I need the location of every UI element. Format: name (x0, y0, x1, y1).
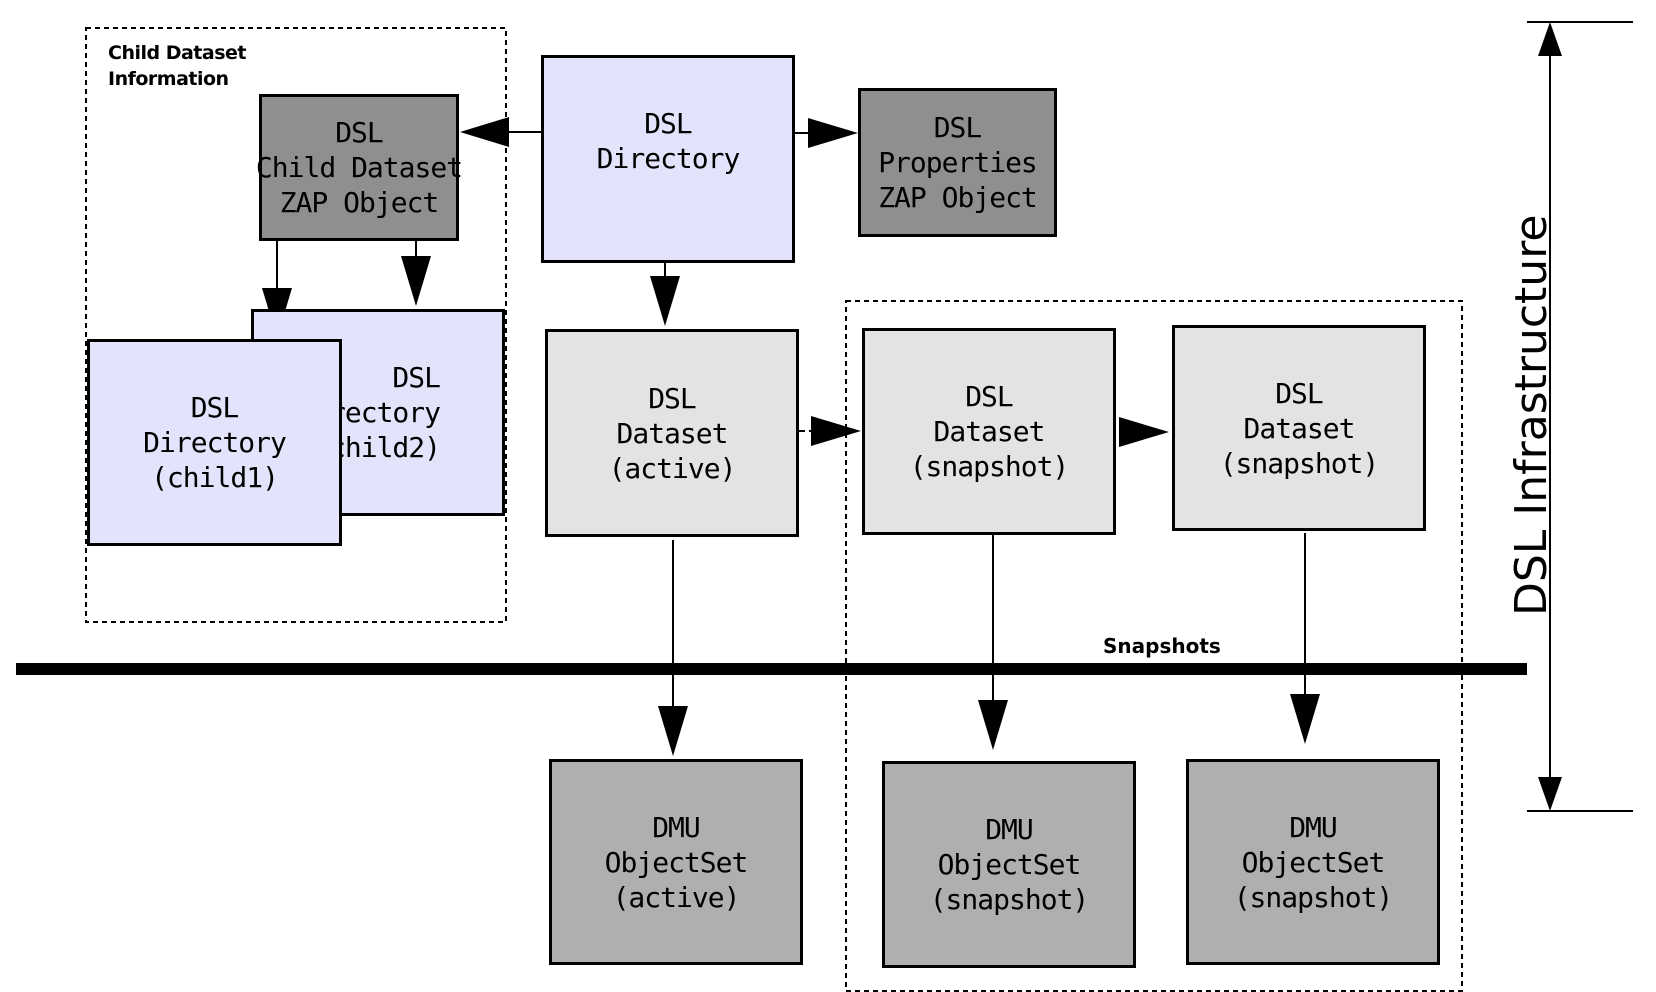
dmu-active-line-3: (active) (612, 880, 741, 914)
dsl-directory-child1: DSL Directory (child1) (87, 339, 342, 546)
dmu-snapshot-2-line-2: ObjectSet (1241, 845, 1386, 879)
arrow-snapshot-1-to-dmu-snapshot-1 (978, 535, 1008, 750)
directory-child2-line-1: DSL (392, 361, 441, 394)
dataset-snapshot-2-line-1: DSL (1275, 376, 1324, 410)
dsl-directory: DSL Directory (541, 55, 795, 263)
arrow-dataset-active-to-snapshot-1 (799, 416, 861, 446)
arrow-directory-to-properties-zap (795, 118, 858, 148)
child-dataset-information-label-line-2: Information (108, 68, 229, 90)
dataset-active-line-3: (active) (608, 451, 737, 485)
dsl-infrastructure-label: DSL Infrastructure (1506, 214, 1557, 616)
dmu-snapshot-1-line-2: ObjectSet (937, 848, 1082, 881)
directory-child1-line-3: (child1) (151, 461, 279, 494)
dmu-snapshot-1-line-3: (snapshot) (929, 883, 1090, 916)
child-zap-line-2: Child Dataset (255, 151, 463, 184)
dmu-snapshot-1-line-1: DMU (985, 813, 1034, 846)
dsl-dataset-active: DSL Dataset (active) (545, 329, 799, 537)
dataset-snapshot-1-line-3: (snapshot) (909, 450, 1070, 483)
properties-zap-line-2: Properties (878, 146, 1038, 179)
dmu-objectset-snapshot-1: DMU ObjectSet (snapshot) (882, 761, 1136, 968)
child-dataset-group-border (85, 27, 507, 623)
dmu-snapshot-2-line-1: DMU (1289, 810, 1338, 844)
dsl-dataset-snapshot-2: DSL Dataset (snapshot) (1172, 325, 1426, 531)
properties-zap-line-3: ZAP Object (878, 181, 1038, 214)
dmu-active-line-1: DMU (652, 810, 701, 844)
dsl-child-dataset-zap-object: DSL Child Dataset ZAP Object (255, 94, 463, 241)
snapshots-label: Snapshots (1103, 634, 1221, 658)
arrow-directory-to-child-zap (460, 117, 541, 147)
snapshots-group-border (845, 300, 1463, 992)
directory-child1-line-1: DSL (190, 391, 240, 424)
arrow-snapshot-2-to-dmu-snapshot-2 (1290, 533, 1320, 744)
dsl-directory-line-1: DSL (644, 107, 693, 140)
properties-zap-line-1: DSL (933, 111, 983, 144)
arrow-child-zap-to-child2 (401, 241, 431, 306)
dmu-objectset-snapshot-2: DMU ObjectSet (snapshot) (1186, 759, 1440, 965)
child-zap-line-1: DSL (335, 116, 384, 149)
dataset-active-line-2: Dataset (616, 416, 728, 450)
directory-child1-line-2: Directory (143, 426, 287, 459)
dsl-directory-line-2: Directory (596, 142, 741, 175)
child-zap-line-3: ZAP Object (279, 186, 440, 219)
arrow-snapshot-1-to-snapshot-2 (1119, 417, 1169, 447)
child-dataset-information-label-line-1: Child Dataset (108, 42, 247, 64)
dataset-snapshot-2-line-2: Dataset (1243, 411, 1355, 445)
arrow-dataset-active-to-dmu-active (658, 540, 688, 756)
infrastructure-arrowhead-down (1538, 777, 1562, 811)
dataset-snapshot-1-line-2: Dataset (933, 415, 1045, 448)
dsl-properties-zap-object: DSL Properties ZAP Object (858, 88, 1057, 237)
child-dataset-information-label: Child Dataset Information (108, 40, 247, 92)
infrastructure-arrowhead-up (1538, 22, 1562, 56)
dmu-snapshot-2-line-3: (snapshot) (1233, 880, 1394, 914)
arrow-directory-to-dataset-active (650, 263, 680, 326)
dataset-active-line-1: DSL (648, 381, 697, 415)
dsl-dataset-snapshot-1: DSL Dataset (snapshot) (862, 328, 1116, 535)
dmu-objectset-active: DMU ObjectSet (active) (549, 759, 803, 965)
dataset-snapshot-1-line-1: DSL (965, 380, 1014, 413)
dmu-active-line-2: ObjectSet (604, 845, 749, 879)
dataset-snapshot-2-line-3: (snapshot) (1219, 446, 1380, 480)
